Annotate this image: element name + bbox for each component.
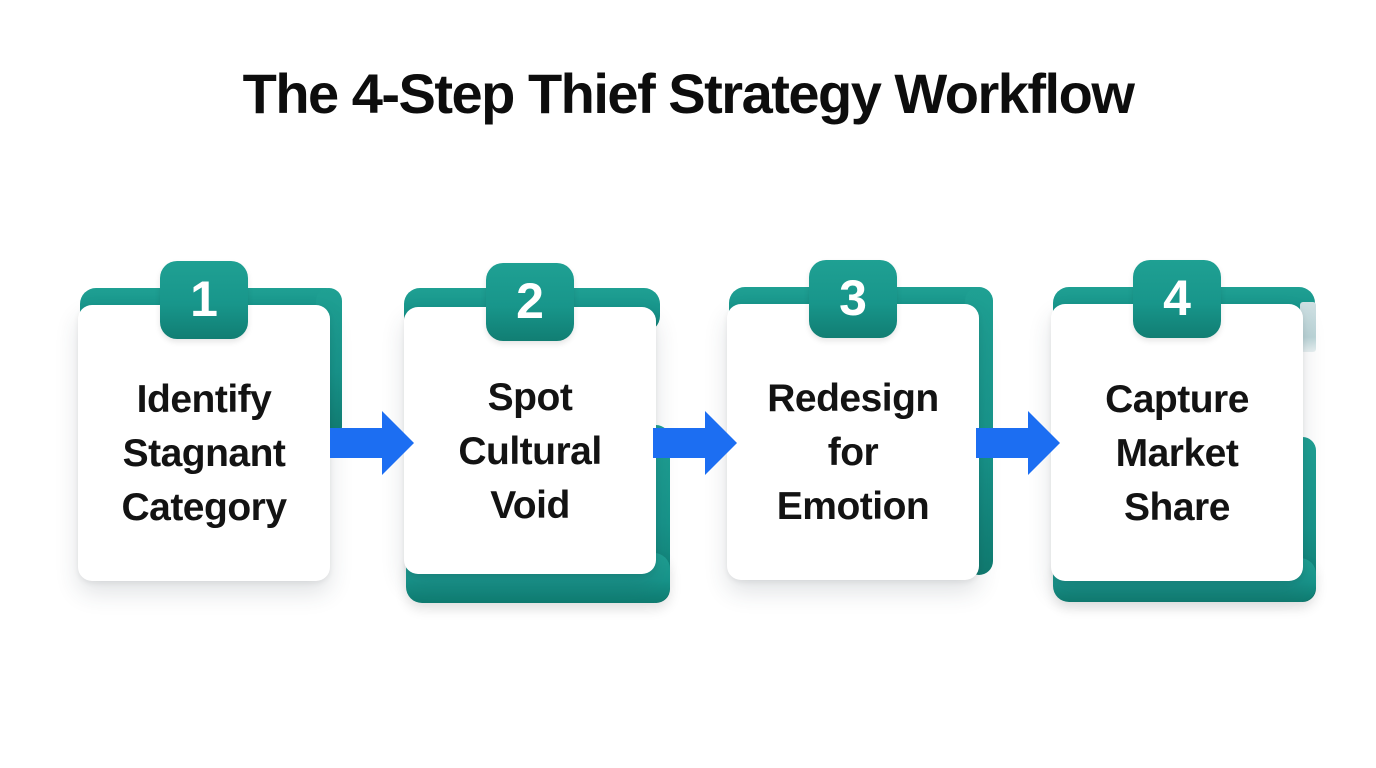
clipboard-frame-faded-strip [1300, 302, 1316, 352]
step-label: Capture Market Share [1105, 377, 1249, 529]
arrow-head [382, 411, 414, 475]
arrow-head [705, 411, 737, 475]
step-number-badge: 3 [809, 260, 897, 338]
step-card-face: Redesign for Emotion [727, 304, 979, 580]
step-card-2: Spot Cultural Void 2 [404, 263, 670, 603]
step-number: 4 [1163, 270, 1191, 326]
step-label: Identify Stagnant Category [121, 378, 287, 529]
step-label: Spot Cultural Void [458, 375, 602, 527]
step-card-4: Capture Market Share 4 [1051, 260, 1316, 602]
step-number: 3 [839, 270, 867, 326]
arrow-right-icon [330, 411, 414, 475]
step-card-face: Capture Market Share [1051, 304, 1303, 581]
arrow-shaft [653, 428, 707, 458]
step-card-1: Identify Stagnant Category 1 [78, 261, 342, 581]
arrow-right-icon [976, 411, 1060, 475]
step-number: 1 [190, 271, 218, 327]
step-number-badge: 1 [160, 261, 248, 339]
step-number-badge: 2 [486, 263, 574, 341]
step-card-face: Spot Cultural Void [404, 307, 656, 574]
step-number-badge: 4 [1133, 260, 1221, 338]
arrow-right-icon [653, 411, 737, 475]
arrow-head [1028, 411, 1060, 475]
arrow-shaft [976, 428, 1030, 458]
page-title: The 4-Step Thief Strategy Workflow [242, 62, 1135, 125]
step-card-3: Redesign for Emotion 3 [727, 260, 993, 580]
arrow-shaft [330, 428, 384, 458]
step-card-face: Identify Stagnant Category [78, 305, 330, 581]
step-label: Redesign for Emotion [767, 377, 939, 528]
step-number: 2 [516, 273, 544, 329]
